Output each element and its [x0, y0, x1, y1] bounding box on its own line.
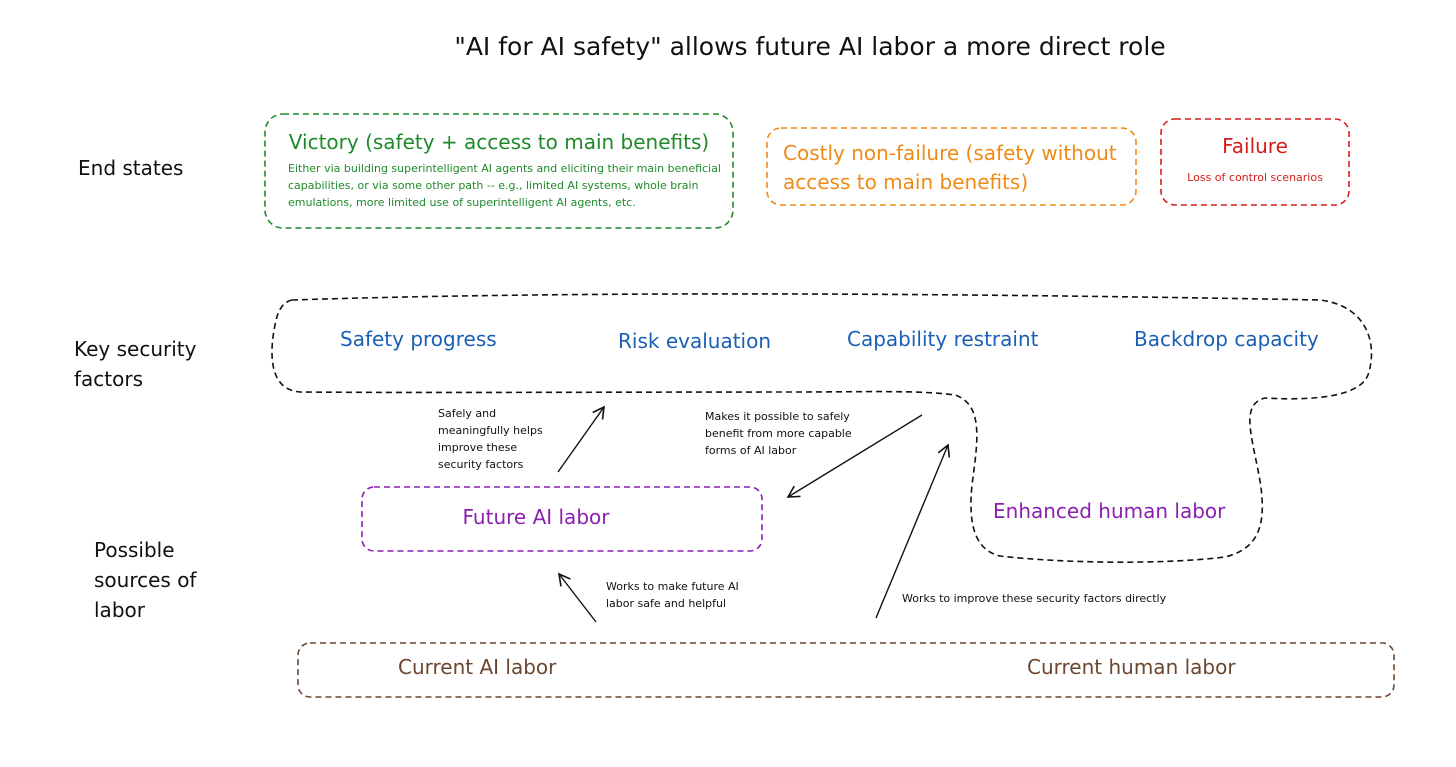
diagram-title: "AI for AI safety" allows future AI labo…	[454, 32, 1166, 61]
arrow-factors-to-future	[786, 414, 923, 498]
factor-risk-evaluation: Risk evaluation	[618, 329, 772, 353]
arrow-future-to-factors	[557, 405, 605, 473]
security-factors-outline	[271, 293, 1373, 563]
row-label-end-states: End states	[78, 156, 184, 180]
annotation-works-directly: Works to improve these security factors …	[902, 592, 1167, 605]
arrow-current-ai-to-future	[557, 572, 597, 623]
arrow-current-human-to-factors	[875, 443, 951, 619]
annotation-works-future: Works to make future AI labor safe and h…	[606, 580, 739, 610]
future-ai-labor-label: Future AI labor	[462, 505, 610, 529]
costly-title: Costly non-failure (safety without acces…	[783, 141, 1117, 194]
failure-description: Loss of control scenarios	[1187, 171, 1323, 184]
victory-title: Victory (safety + access to main benefit…	[288, 130, 710, 154]
factor-backdrop-capacity: Backdrop capacity	[1134, 327, 1319, 351]
costly-box	[766, 127, 1137, 206]
failure-title: Failure	[1222, 134, 1288, 158]
current-labor-box	[297, 642, 1395, 698]
enhanced-human-labor-label: Enhanced human labor	[993, 499, 1226, 523]
annotation-safely-helps: Safely and meaningfully helps improve th…	[438, 407, 543, 471]
victory-description: Either via building superintelligent AI …	[288, 162, 721, 209]
future-ai-labor-box	[361, 486, 763, 552]
row-label-possible-sources: Possible sources of labor	[94, 538, 197, 622]
factor-capability-restraint: Capability restraint	[847, 327, 1039, 351]
failure-box	[1160, 118, 1350, 206]
current-ai-labor-label: Current AI labor	[398, 655, 557, 679]
annotation-makes-possible: Makes it possible to safely benefit from…	[705, 410, 852, 457]
victory-box	[264, 113, 734, 229]
row-label-key-security-factors: Key security factors	[74, 337, 197, 391]
current-human-labor-label: Current human labor	[1027, 655, 1236, 679]
factor-safety-progress: Safety progress	[340, 327, 497, 351]
